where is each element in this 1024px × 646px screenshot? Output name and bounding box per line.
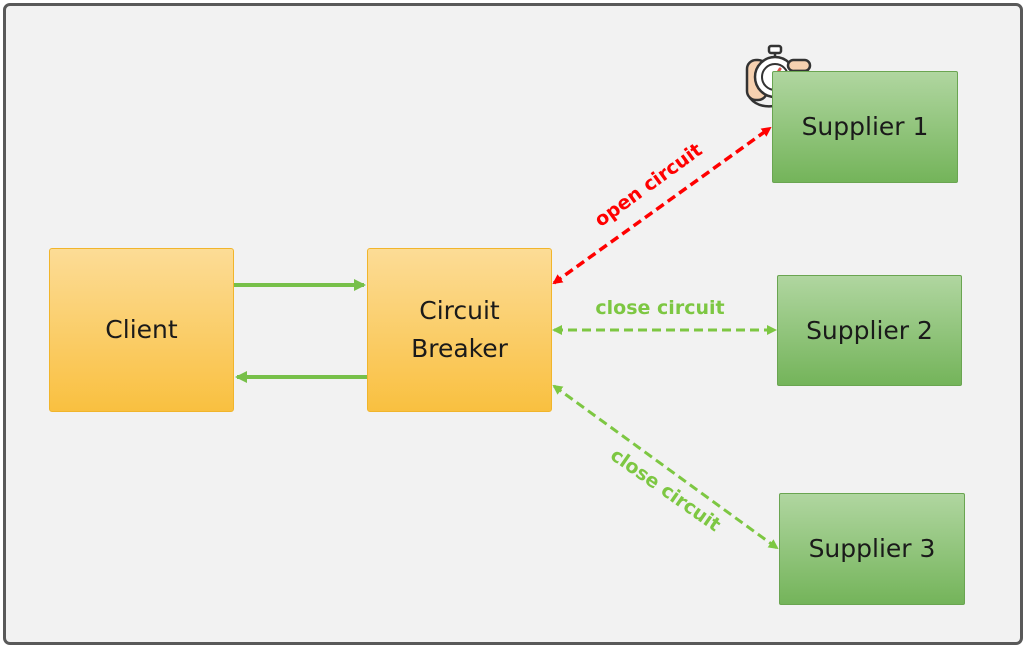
edge-label-close-3: close circuit	[606, 444, 724, 536]
supplier-3-node: Supplier 3	[779, 493, 965, 605]
circuit-breaker-label: Circuit Breaker	[411, 296, 508, 363]
client-node: Client	[49, 248, 234, 412]
supplier-3-label: Supplier 3	[808, 534, 936, 563]
breaker-supplier3-connector	[552, 384, 779, 550]
supplier-2-node: Supplier 2	[777, 275, 962, 386]
supplier-2-label: Supplier 2	[806, 315, 933, 345]
circuit-breaker-node: Circuit Breaker	[367, 248, 552, 412]
supplier-1-label: Supplier 1	[801, 112, 929, 141]
edge-label-open: open circuit	[591, 139, 707, 232]
client-label: Client	[105, 315, 178, 344]
breaker-supplier1-connector	[552, 126, 772, 285]
edge-label-close-2: close circuit	[595, 297, 724, 319]
supplier-1-node: Supplier 1	[772, 71, 958, 183]
